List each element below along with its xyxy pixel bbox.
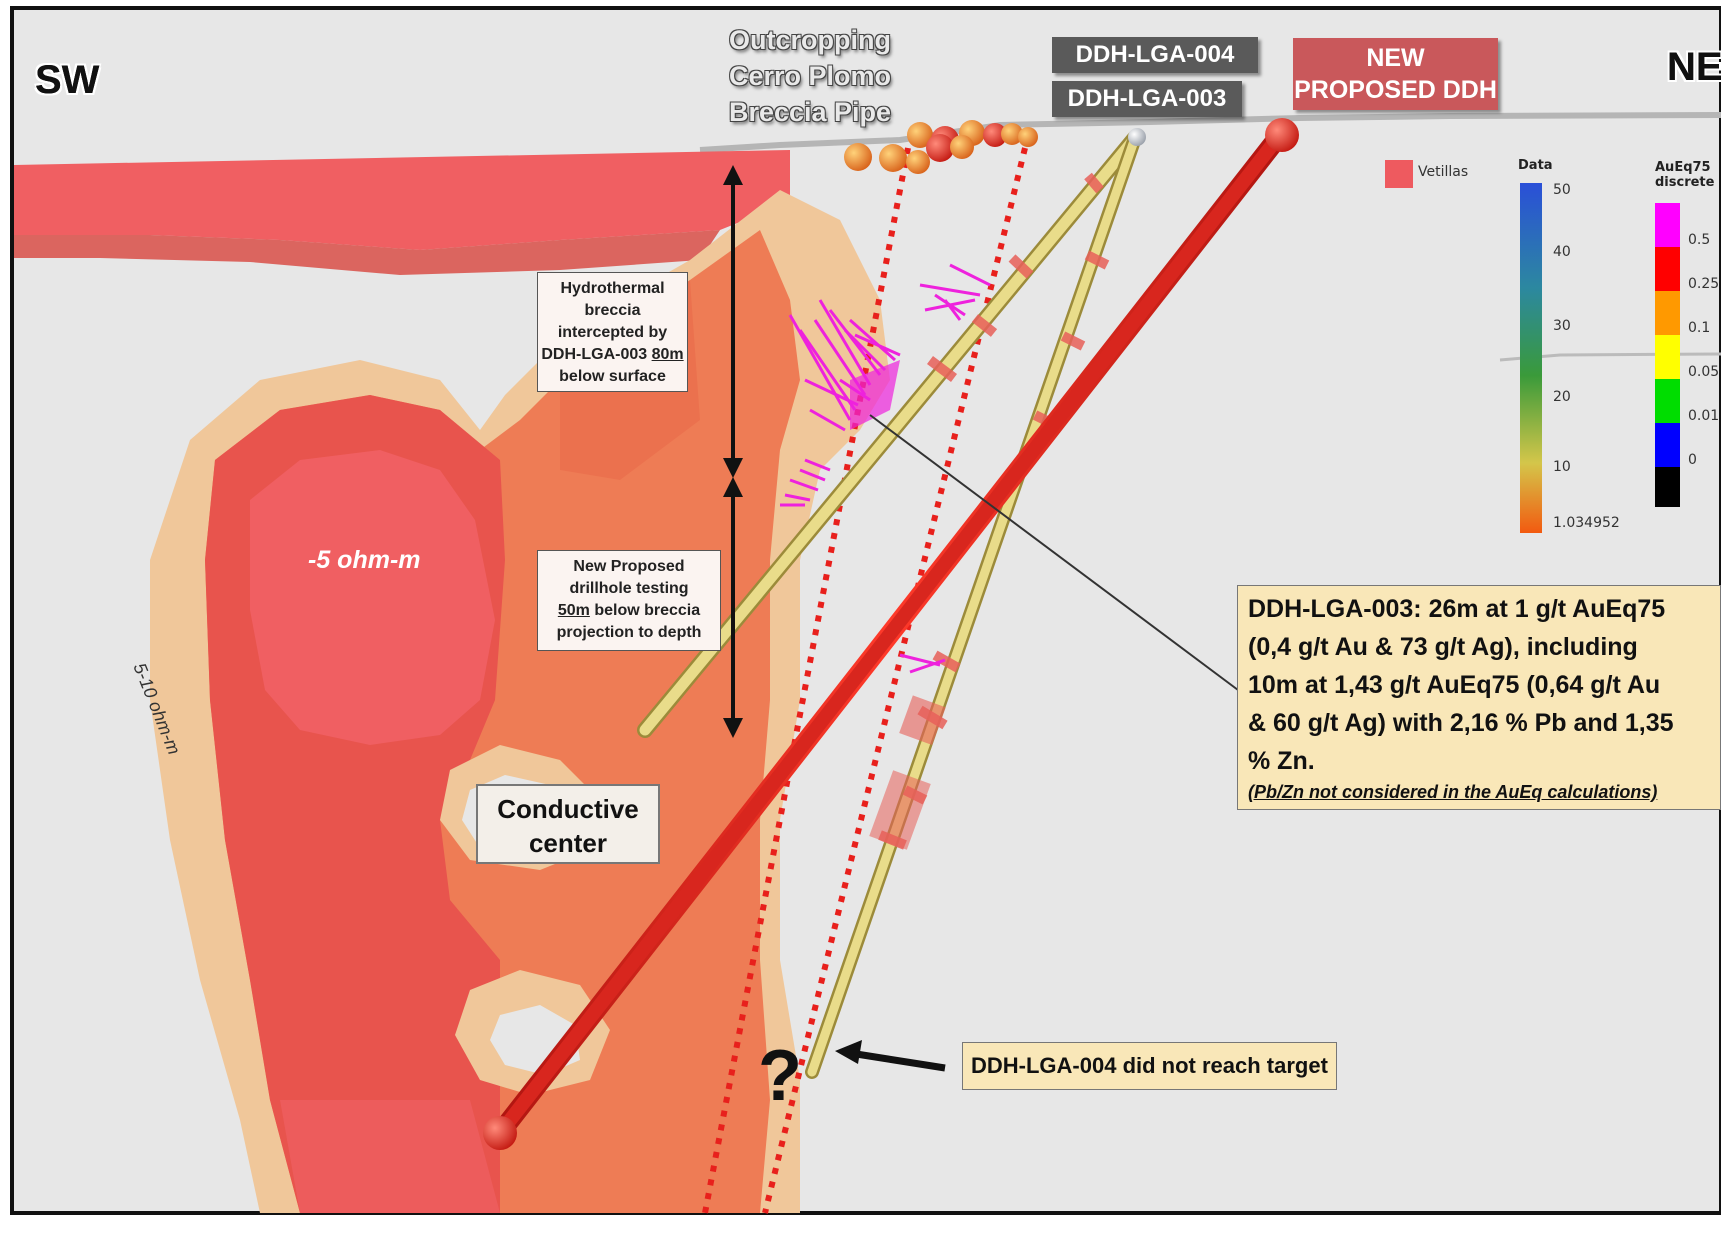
conductive-center-line-1: Conductive bbox=[478, 792, 658, 826]
vetillas-label: Vetillas bbox=[1418, 164, 1468, 180]
collar-existing bbox=[1128, 128, 1146, 146]
new-tag-line-2: PROPOSED DDH bbox=[1293, 74, 1498, 106]
outcrop-label: Outcropping Cerro Plomo Breccia Pipe bbox=[725, 22, 895, 130]
aueq-tick-0: 0 bbox=[1688, 452, 1697, 468]
aueq-tick-0-1: 0.1 bbox=[1688, 320, 1710, 336]
result-footnote: (Pb/Zn not considered in the AuEq calcul… bbox=[1238, 780, 1720, 808]
ne-label: NE bbox=[1667, 45, 1721, 90]
vetillas-swatch bbox=[1385, 160, 1413, 188]
breccia-note-depth: 80m bbox=[652, 346, 684, 363]
proposed-collar bbox=[1265, 118, 1299, 152]
aueq-title-line-1: AuEq75 bbox=[1655, 160, 1714, 175]
question-mark: ? bbox=[758, 1035, 802, 1117]
aueq-tick-0-05: 0.05 bbox=[1688, 364, 1719, 380]
proposed-note: New Proposed drillhole testing 50m below… bbox=[537, 550, 721, 651]
result-line-4: & 60 g/t Ag) with 2,16 % Pb and 1,35 bbox=[1248, 704, 1710, 742]
outcrop-line-1: Outcropping bbox=[725, 22, 895, 58]
proposed-note-line-4: projection to depth bbox=[538, 622, 720, 644]
proposed-note-line-1: New Proposed bbox=[538, 556, 720, 578]
data-colorbar bbox=[1520, 183, 1542, 533]
proposed-end bbox=[483, 1116, 517, 1150]
tag-ddh-lga-004: DDH-LGA-004 bbox=[1052, 37, 1258, 73]
result-line-1: DDH-LGA-003: 26m at 1 g/t AuEq75 bbox=[1248, 590, 1710, 628]
result-line-3: 10m at 1,43 g/t AuEq75 (0,64 g/t Au bbox=[1248, 666, 1710, 704]
new-tag-line-1: NEW bbox=[1293, 42, 1498, 74]
result-line-5: % Zn. bbox=[1248, 742, 1710, 780]
conductive-center-line-2: center bbox=[478, 826, 658, 860]
conductive-center-box: Conductive center bbox=[476, 784, 660, 864]
breccia-note: Hydrothermal breccia intercepted by DDH-… bbox=[537, 272, 688, 392]
data-tick-50: 50 bbox=[1553, 182, 1571, 198]
proposed-note-depth: 50m bbox=[558, 602, 590, 619]
aueq-tick-0-01: 0.01 bbox=[1688, 408, 1719, 424]
aueq-colorbar bbox=[1655, 203, 1680, 507]
proposed-note-text: below breccia bbox=[590, 602, 700, 619]
data-tick-30: 30 bbox=[1553, 318, 1571, 334]
breccia-note-line-4: DDH-LGA-003 80m bbox=[538, 344, 687, 366]
outcrop-line-3: Breccia Pipe bbox=[725, 94, 895, 130]
breccia-note-line-5: below surface bbox=[538, 366, 687, 388]
data-legend-title: Data bbox=[1518, 158, 1553, 173]
aueq-tick-0-25: 0.25 bbox=[1688, 276, 1719, 292]
tag-new-proposed: NEW PROPOSED DDH bbox=[1293, 38, 1498, 110]
data-tick-20: 20 bbox=[1553, 389, 1571, 405]
sw-label: SW bbox=[35, 58, 99, 103]
aueq-title-line-2: discrete bbox=[1655, 175, 1714, 190]
breccia-note-line-1: Hydrothermal bbox=[538, 278, 687, 300]
target-note: DDH-LGA-004 did not reach target bbox=[962, 1042, 1337, 1090]
data-tick-min: 1.034952 bbox=[1553, 515, 1620, 531]
result-line-2: (0,4 g/t Au & 73 g/t Ag), including bbox=[1248, 628, 1710, 666]
aueq-tick-0-5: 0.5 bbox=[1688, 232, 1710, 248]
result-main: DDH-LGA-003: 26m at 1 g/t AuEq75 (0,4 g/… bbox=[1238, 586, 1720, 780]
aueq-legend-title: AuEq75 discrete bbox=[1655, 160, 1714, 190]
tag-ddh-lga-003: DDH-LGA-003 bbox=[1052, 81, 1242, 117]
data-tick-10: 10 bbox=[1553, 459, 1571, 475]
breccia-note-hole: DDH-LGA-003 bbox=[541, 346, 651, 363]
core-resistivity-label: -5 ohm-m bbox=[308, 546, 421, 575]
result-box: DDH-LGA-003: 26m at 1 g/t AuEq75 (0,4 g/… bbox=[1237, 585, 1721, 810]
outcrop-line-2: Cerro Plomo bbox=[725, 58, 895, 94]
proposed-note-line-2: drillhole testing bbox=[538, 578, 720, 600]
proposed-note-line-3: 50m below breccia bbox=[538, 600, 720, 622]
data-tick-40: 40 bbox=[1553, 244, 1571, 260]
breccia-note-line-3: intercepted by bbox=[538, 322, 687, 344]
breccia-note-line-2: breccia bbox=[538, 300, 687, 322]
